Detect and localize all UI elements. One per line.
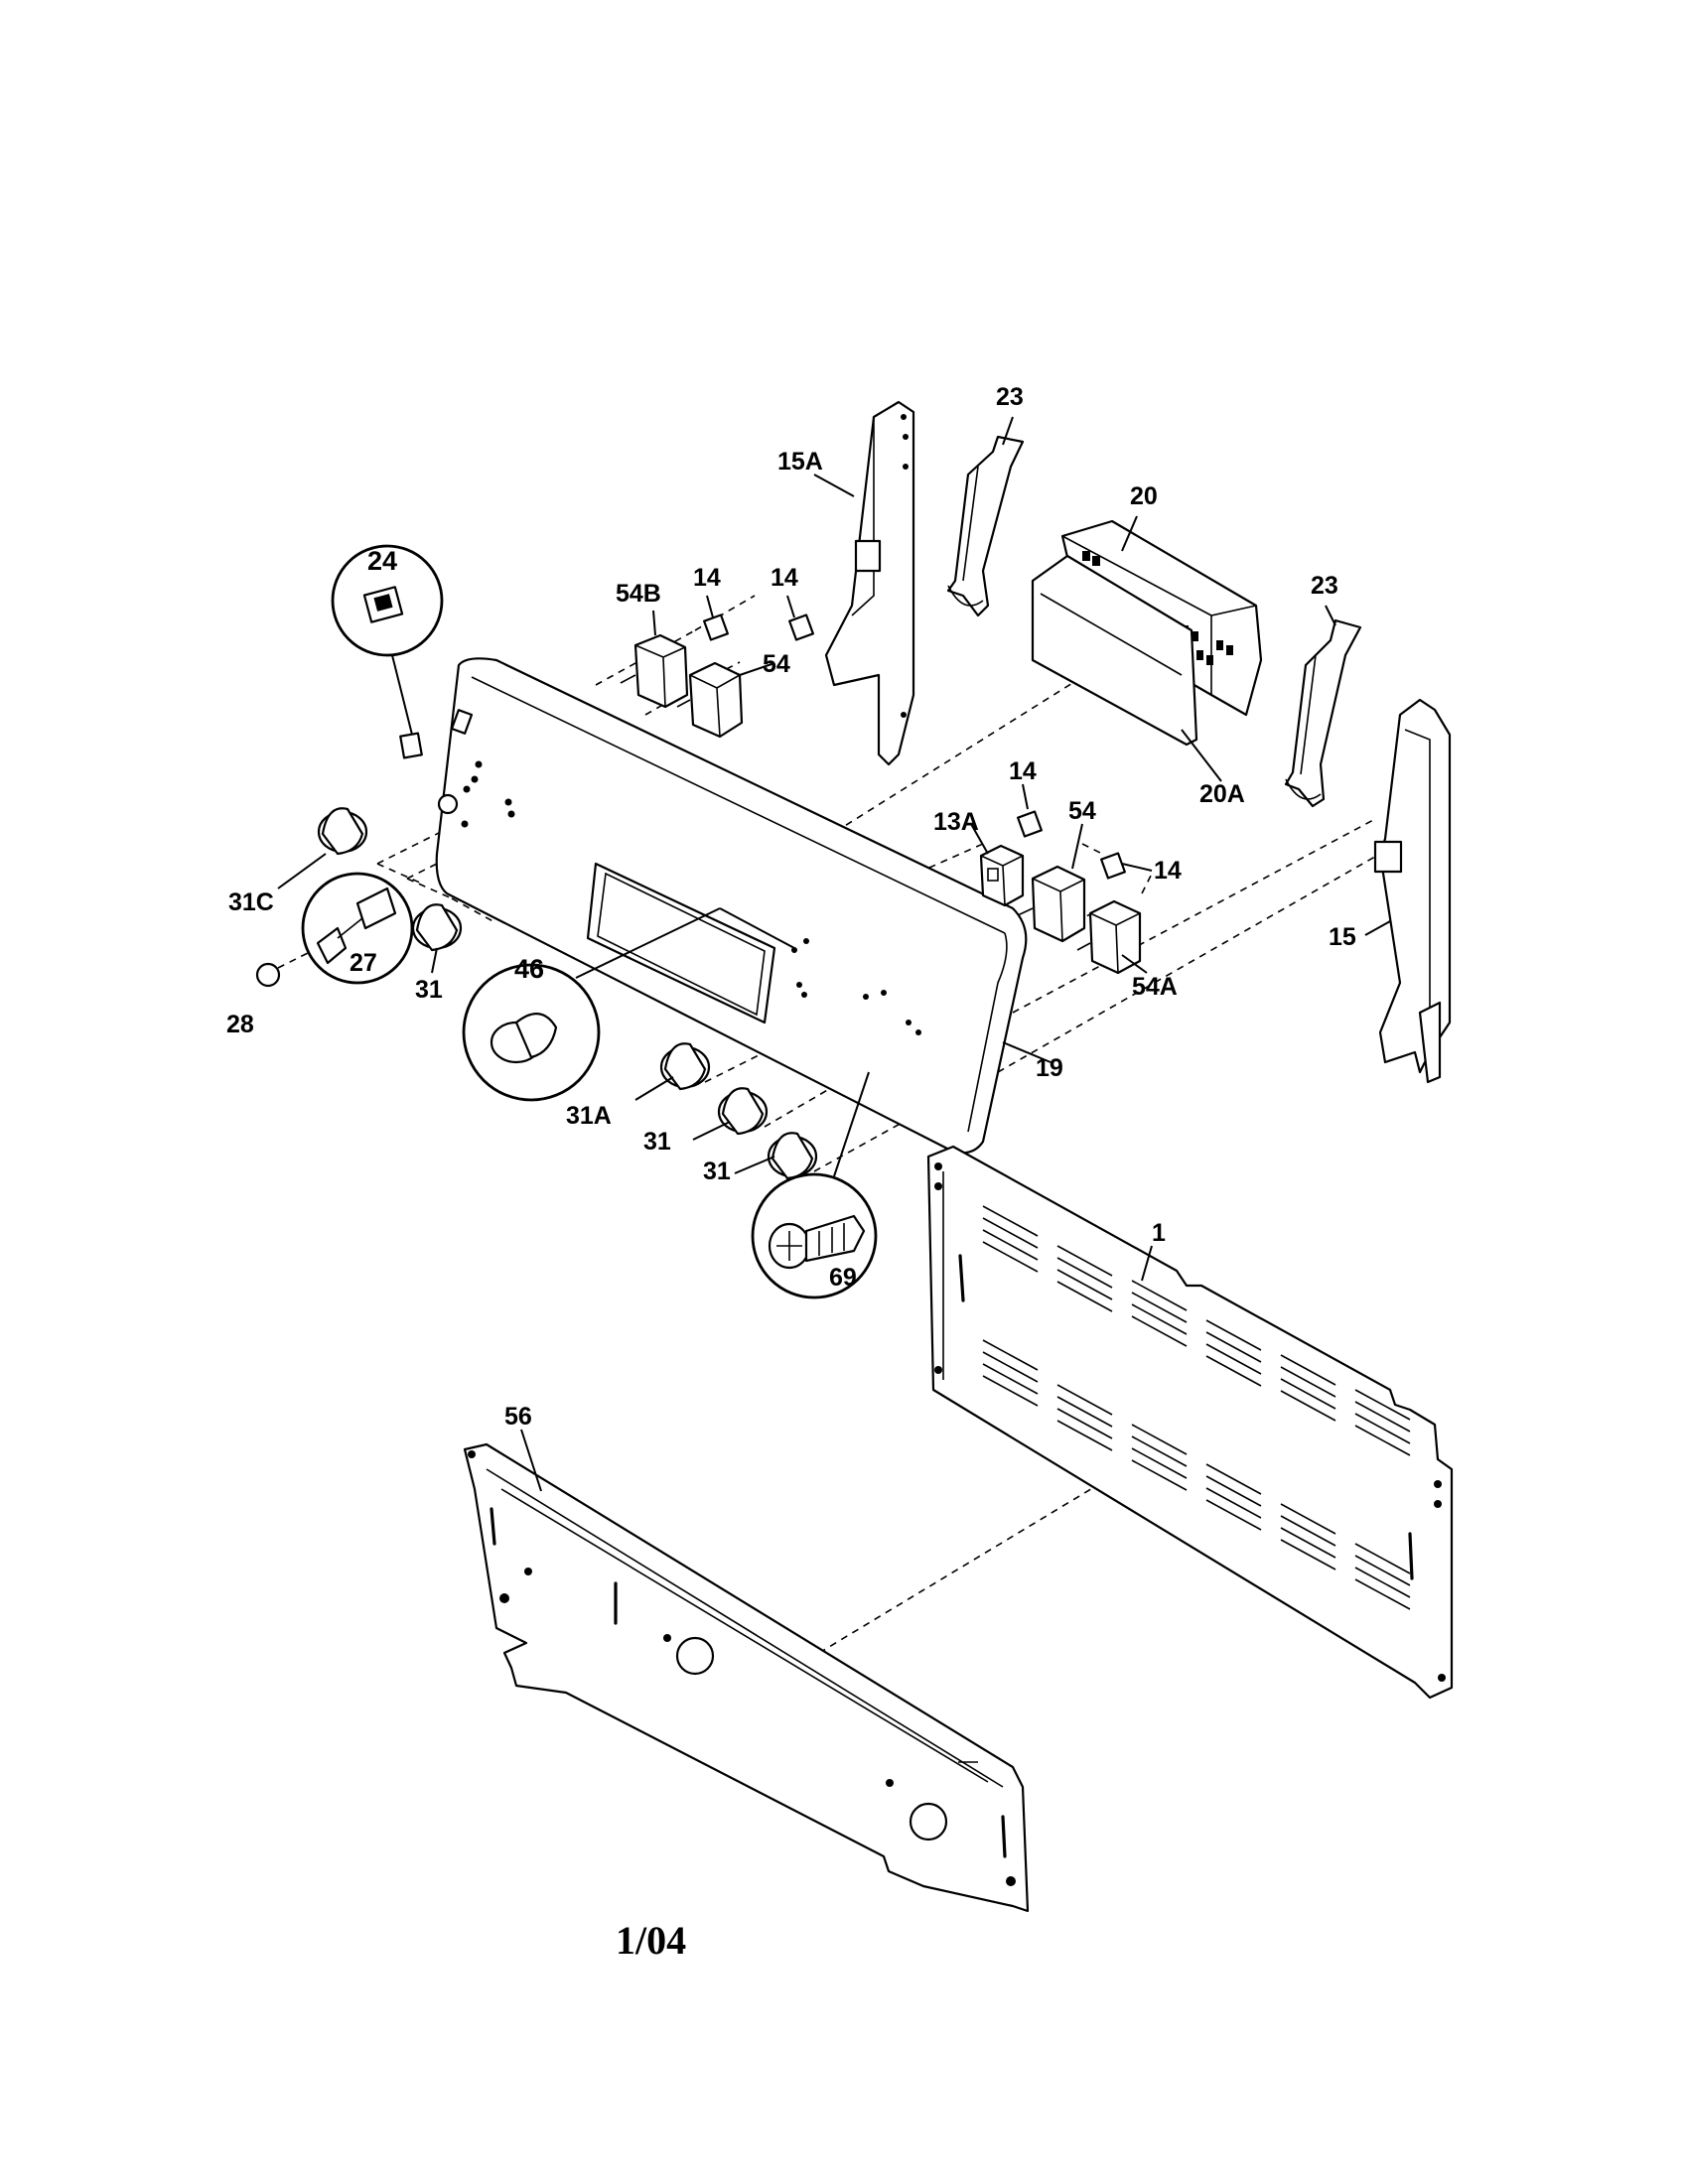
label-56: 56 [504, 1403, 532, 1431]
switch-54-upper [676, 661, 744, 739]
knob-31c [317, 807, 368, 856]
switch-54b [620, 633, 689, 709]
knob-31a [659, 1042, 711, 1091]
label-31-right: 31 [703, 1158, 731, 1185]
knob-31-right [767, 1132, 818, 1180]
label-14-d: 14 [1154, 857, 1182, 885]
label-15a: 15A [777, 448, 823, 476]
label-14-c: 14 [1009, 757, 1037, 785]
lower-panel-56 [463, 1442, 1030, 1913]
indicator-light-14-group [703, 614, 1126, 880]
cap-28 [255, 962, 281, 988]
label-54b: 54B [616, 580, 661, 608]
label-14-b: 14 [771, 564, 798, 592]
switch-13a [979, 844, 1025, 907]
label-31-middle: 31 [643, 1128, 671, 1156]
label-46: 46 [514, 954, 544, 984]
label-69: 69 [829, 1264, 857, 1292]
support-strap-right-23 [1284, 618, 1362, 808]
label-13a: 13A [933, 808, 979, 836]
callout-24 [331, 544, 444, 759]
side-bracket-left-15a [824, 400, 915, 766]
label-leaders [277, 416, 1391, 1492]
control-panel-backguard [435, 657, 1028, 1155]
label-20a: 20A [1199, 780, 1245, 808]
knob-31-left [411, 903, 463, 952]
label-28: 28 [226, 1011, 254, 1038]
label-23-left: 23 [996, 383, 1024, 411]
label-14-a: 14 [693, 564, 721, 592]
rear-vent-panel-1 [926, 1145, 1454, 1700]
label-19: 19 [1036, 1054, 1063, 1082]
label-15: 15 [1329, 923, 1356, 951]
overlay-membrane-20a [1031, 554, 1198, 747]
label-54a: 54A [1132, 973, 1178, 1001]
knob-31-middle [717, 1087, 769, 1136]
label-20: 20 [1130, 482, 1158, 510]
label-31a: 31A [566, 1102, 612, 1130]
knobs [255, 807, 818, 1180]
callout-46 [462, 907, 795, 1102]
page-footer-code: 1/04 [616, 1918, 686, 1963]
switch-54-lower [1017, 865, 1086, 943]
part-labels: 15A 23 20 23 24 54B 14 14 54 13A 14 54 1… [226, 383, 1356, 1963]
label-31c: 31C [228, 888, 274, 916]
label-27: 27 [350, 949, 377, 977]
label-31-left: 31 [415, 976, 443, 1004]
label-24: 24 [367, 546, 397, 576]
vent-slats [982, 1205, 1411, 1610]
label-23-right: 23 [1311, 572, 1338, 600]
support-strap-left-23 [946, 435, 1025, 617]
label-1: 1 [1152, 1219, 1166, 1247]
side-bracket-right-15 [1373, 698, 1452, 1084]
label-54-upper: 54 [763, 650, 790, 678]
label-54-lower: 54 [1068, 797, 1096, 825]
callout-69 [751, 1071, 878, 1299]
switch-54a [1076, 899, 1142, 975]
callout-27 [301, 872, 414, 985]
